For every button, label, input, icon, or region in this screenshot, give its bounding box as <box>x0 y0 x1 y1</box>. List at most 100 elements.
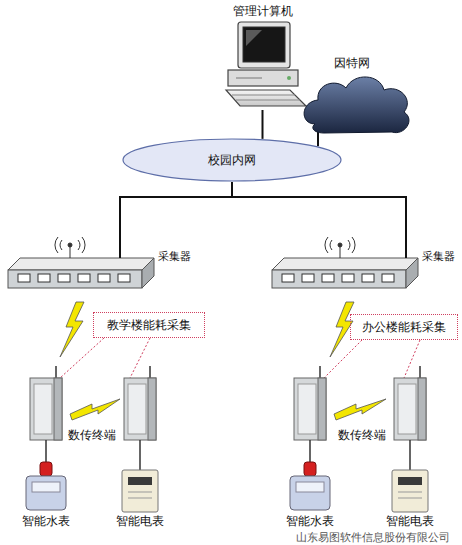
antenna-symbol <box>325 237 355 258</box>
terminal-panel <box>298 384 316 434</box>
keyboard <box>226 90 306 106</box>
meter-wire <box>309 440 311 462</box>
signal-arc <box>325 237 328 253</box>
port <box>98 274 110 282</box>
terminal-side <box>418 378 426 440</box>
data-terminal <box>124 366 156 440</box>
electric-meter: 智能电表 <box>380 460 440 528</box>
signal-arc <box>352 237 355 253</box>
meter-wire <box>139 440 141 470</box>
computer-icon <box>226 22 306 106</box>
port <box>302 274 314 282</box>
terminal-side <box>148 378 156 440</box>
collector-box: 采集器 <box>8 258 154 290</box>
water-meter-icon <box>26 462 66 510</box>
data-terminal <box>394 366 426 440</box>
node-text: 校园内网 <box>122 153 342 167</box>
signal-arc <box>330 240 332 250</box>
data-terminal <box>294 366 326 440</box>
meter-body <box>392 470 428 512</box>
port <box>282 274 294 282</box>
meter-line <box>128 498 152 499</box>
node-text: 智能水表 <box>280 514 340 528</box>
data-terminal <box>30 366 62 440</box>
meter-display <box>398 477 422 485</box>
meter-body <box>290 476 330 510</box>
node-text: 采集器 <box>158 250 191 264</box>
network-link <box>120 182 232 258</box>
node-text: 办公楼能耗采集 <box>351 320 457 334</box>
water-meter-icon <box>290 462 330 510</box>
port <box>322 274 334 282</box>
electric-meter-icon <box>122 470 158 512</box>
terminal-antenna <box>149 366 151 378</box>
collector-device <box>272 258 418 288</box>
terminal-antenna <box>319 366 321 378</box>
signal-arc <box>348 240 350 250</box>
network-link <box>317 131 319 146</box>
electric-meter: 智能电表 <box>110 460 170 528</box>
node-text: 因特网 <box>334 56 370 70</box>
port <box>342 274 354 282</box>
internet-cloud-shape <box>304 77 409 133</box>
meter-wires <box>46 440 410 470</box>
port <box>362 274 374 282</box>
signal-arc <box>60 240 62 250</box>
terminal-panel <box>398 384 416 434</box>
network-link <box>262 110 264 139</box>
meter-display <box>296 482 324 492</box>
monitor-screen <box>243 27 285 62</box>
internet-cloud: 因特网 <box>300 52 415 134</box>
collector-device <box>8 258 154 288</box>
terminal-label: 数传终端 <box>338 428 386 442</box>
node-text: 管理计算机 <box>215 4 310 18</box>
meter-display <box>128 477 152 485</box>
port <box>78 274 90 282</box>
port <box>118 274 130 282</box>
wireless-bolt <box>70 399 120 420</box>
terminal-body <box>124 378 156 440</box>
terminal-body <box>394 378 426 440</box>
node-text: 教学楼能耗采集 <box>94 318 204 332</box>
callout-box: 教学楼能耗采集 <box>93 312 205 338</box>
terminal-label: 数传终端 <box>68 428 116 442</box>
terminal-body <box>30 378 62 440</box>
collector-top <box>8 258 154 270</box>
terminal-side <box>318 378 326 440</box>
meter-line <box>398 492 422 493</box>
network-link <box>232 182 406 258</box>
antenna-tip <box>338 243 342 247</box>
node-text: 智能电表 <box>380 514 440 528</box>
screen-glare <box>246 30 262 46</box>
water-meter: 智能水表 <box>16 460 76 528</box>
callout-box: 办公楼能耗采集 <box>350 314 458 340</box>
port <box>382 274 394 282</box>
leader-line <box>60 338 104 378</box>
node-text: 智能电表 <box>110 514 170 528</box>
collector-side <box>406 258 418 288</box>
meter-cap <box>40 462 52 476</box>
port <box>38 274 50 282</box>
wireless-bolt <box>334 399 386 420</box>
campus-network-ellipse: 校园内网 <box>122 138 342 182</box>
power-light <box>287 76 291 80</box>
terminal-side <box>54 378 62 440</box>
electric-meter-icon <box>392 470 428 512</box>
collector-front <box>8 270 142 288</box>
collector-side <box>142 258 154 288</box>
key-row <box>236 100 300 101</box>
terminal-antenna <box>419 366 421 378</box>
terminal-panel <box>128 384 146 434</box>
terminal-panel <box>34 384 52 434</box>
leader-line <box>324 340 362 378</box>
monitor-frame <box>238 22 290 68</box>
leader-line <box>404 340 420 378</box>
network-ellipse <box>123 139 341 181</box>
collector-front <box>272 270 406 288</box>
signal-arc <box>55 237 58 253</box>
antenna-mast <box>70 246 71 258</box>
meter-line <box>398 498 422 499</box>
